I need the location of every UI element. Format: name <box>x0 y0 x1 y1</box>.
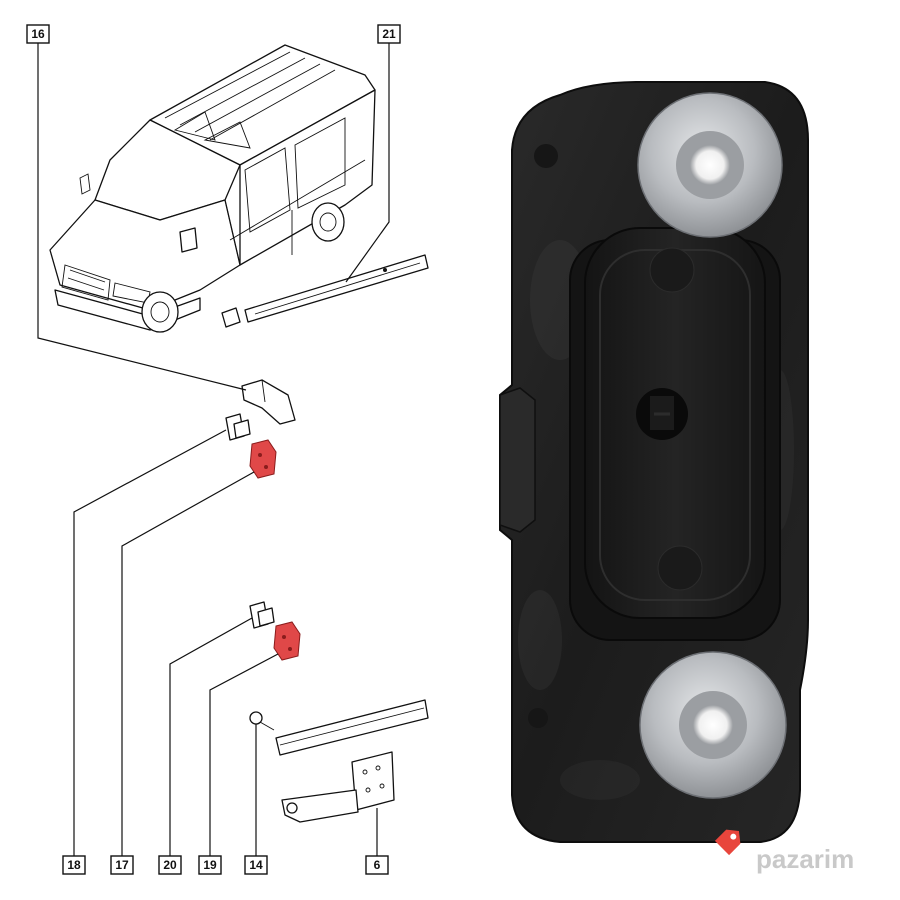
svg-text:16: 16 <box>31 27 45 41</box>
svg-text:17: 17 <box>115 858 129 872</box>
part-19-highlighted <box>273 621 301 661</box>
sliding-door-rail-upper <box>221 254 429 328</box>
svg-text:20: 20 <box>163 858 177 872</box>
part-16-bracket <box>241 379 296 425</box>
pazarim-watermark: pazarim <box>714 829 854 874</box>
sliding-door-rail-lower <box>275 699 429 756</box>
callout-14: 14 <box>244 855 268 875</box>
part-20-clip <box>249 601 275 629</box>
price-tag-icon <box>714 829 741 856</box>
svg-text:19: 19 <box>203 858 217 872</box>
latch-product-photo <box>499 81 809 843</box>
callout-19: 19 <box>198 855 222 875</box>
latch-knob <box>584 227 766 619</box>
part-17-highlighted <box>249 439 277 479</box>
callout-21: 21 <box>377 24 401 44</box>
bottom-washer <box>639 651 787 799</box>
part-14-screw <box>249 711 275 731</box>
callout-18: 18 <box>62 855 86 875</box>
callout-6: 6 <box>365 855 389 875</box>
part-6-hinge-bracket <box>281 751 395 823</box>
part-18-clip <box>225 413 251 441</box>
svg-text:18: 18 <box>67 858 81 872</box>
svg-text:14: 14 <box>249 858 263 872</box>
callout-20: 20 <box>158 855 182 875</box>
van-illustration <box>49 44 376 333</box>
top-washer <box>637 92 783 238</box>
leader-lines <box>37 42 390 856</box>
callout-16: 16 <box>26 24 50 44</box>
svg-text:6: 6 <box>374 858 381 872</box>
callout-17: 17 <box>110 855 134 875</box>
watermark-text: pazarim <box>756 844 854 874</box>
svg-text:21: 21 <box>382 27 396 41</box>
